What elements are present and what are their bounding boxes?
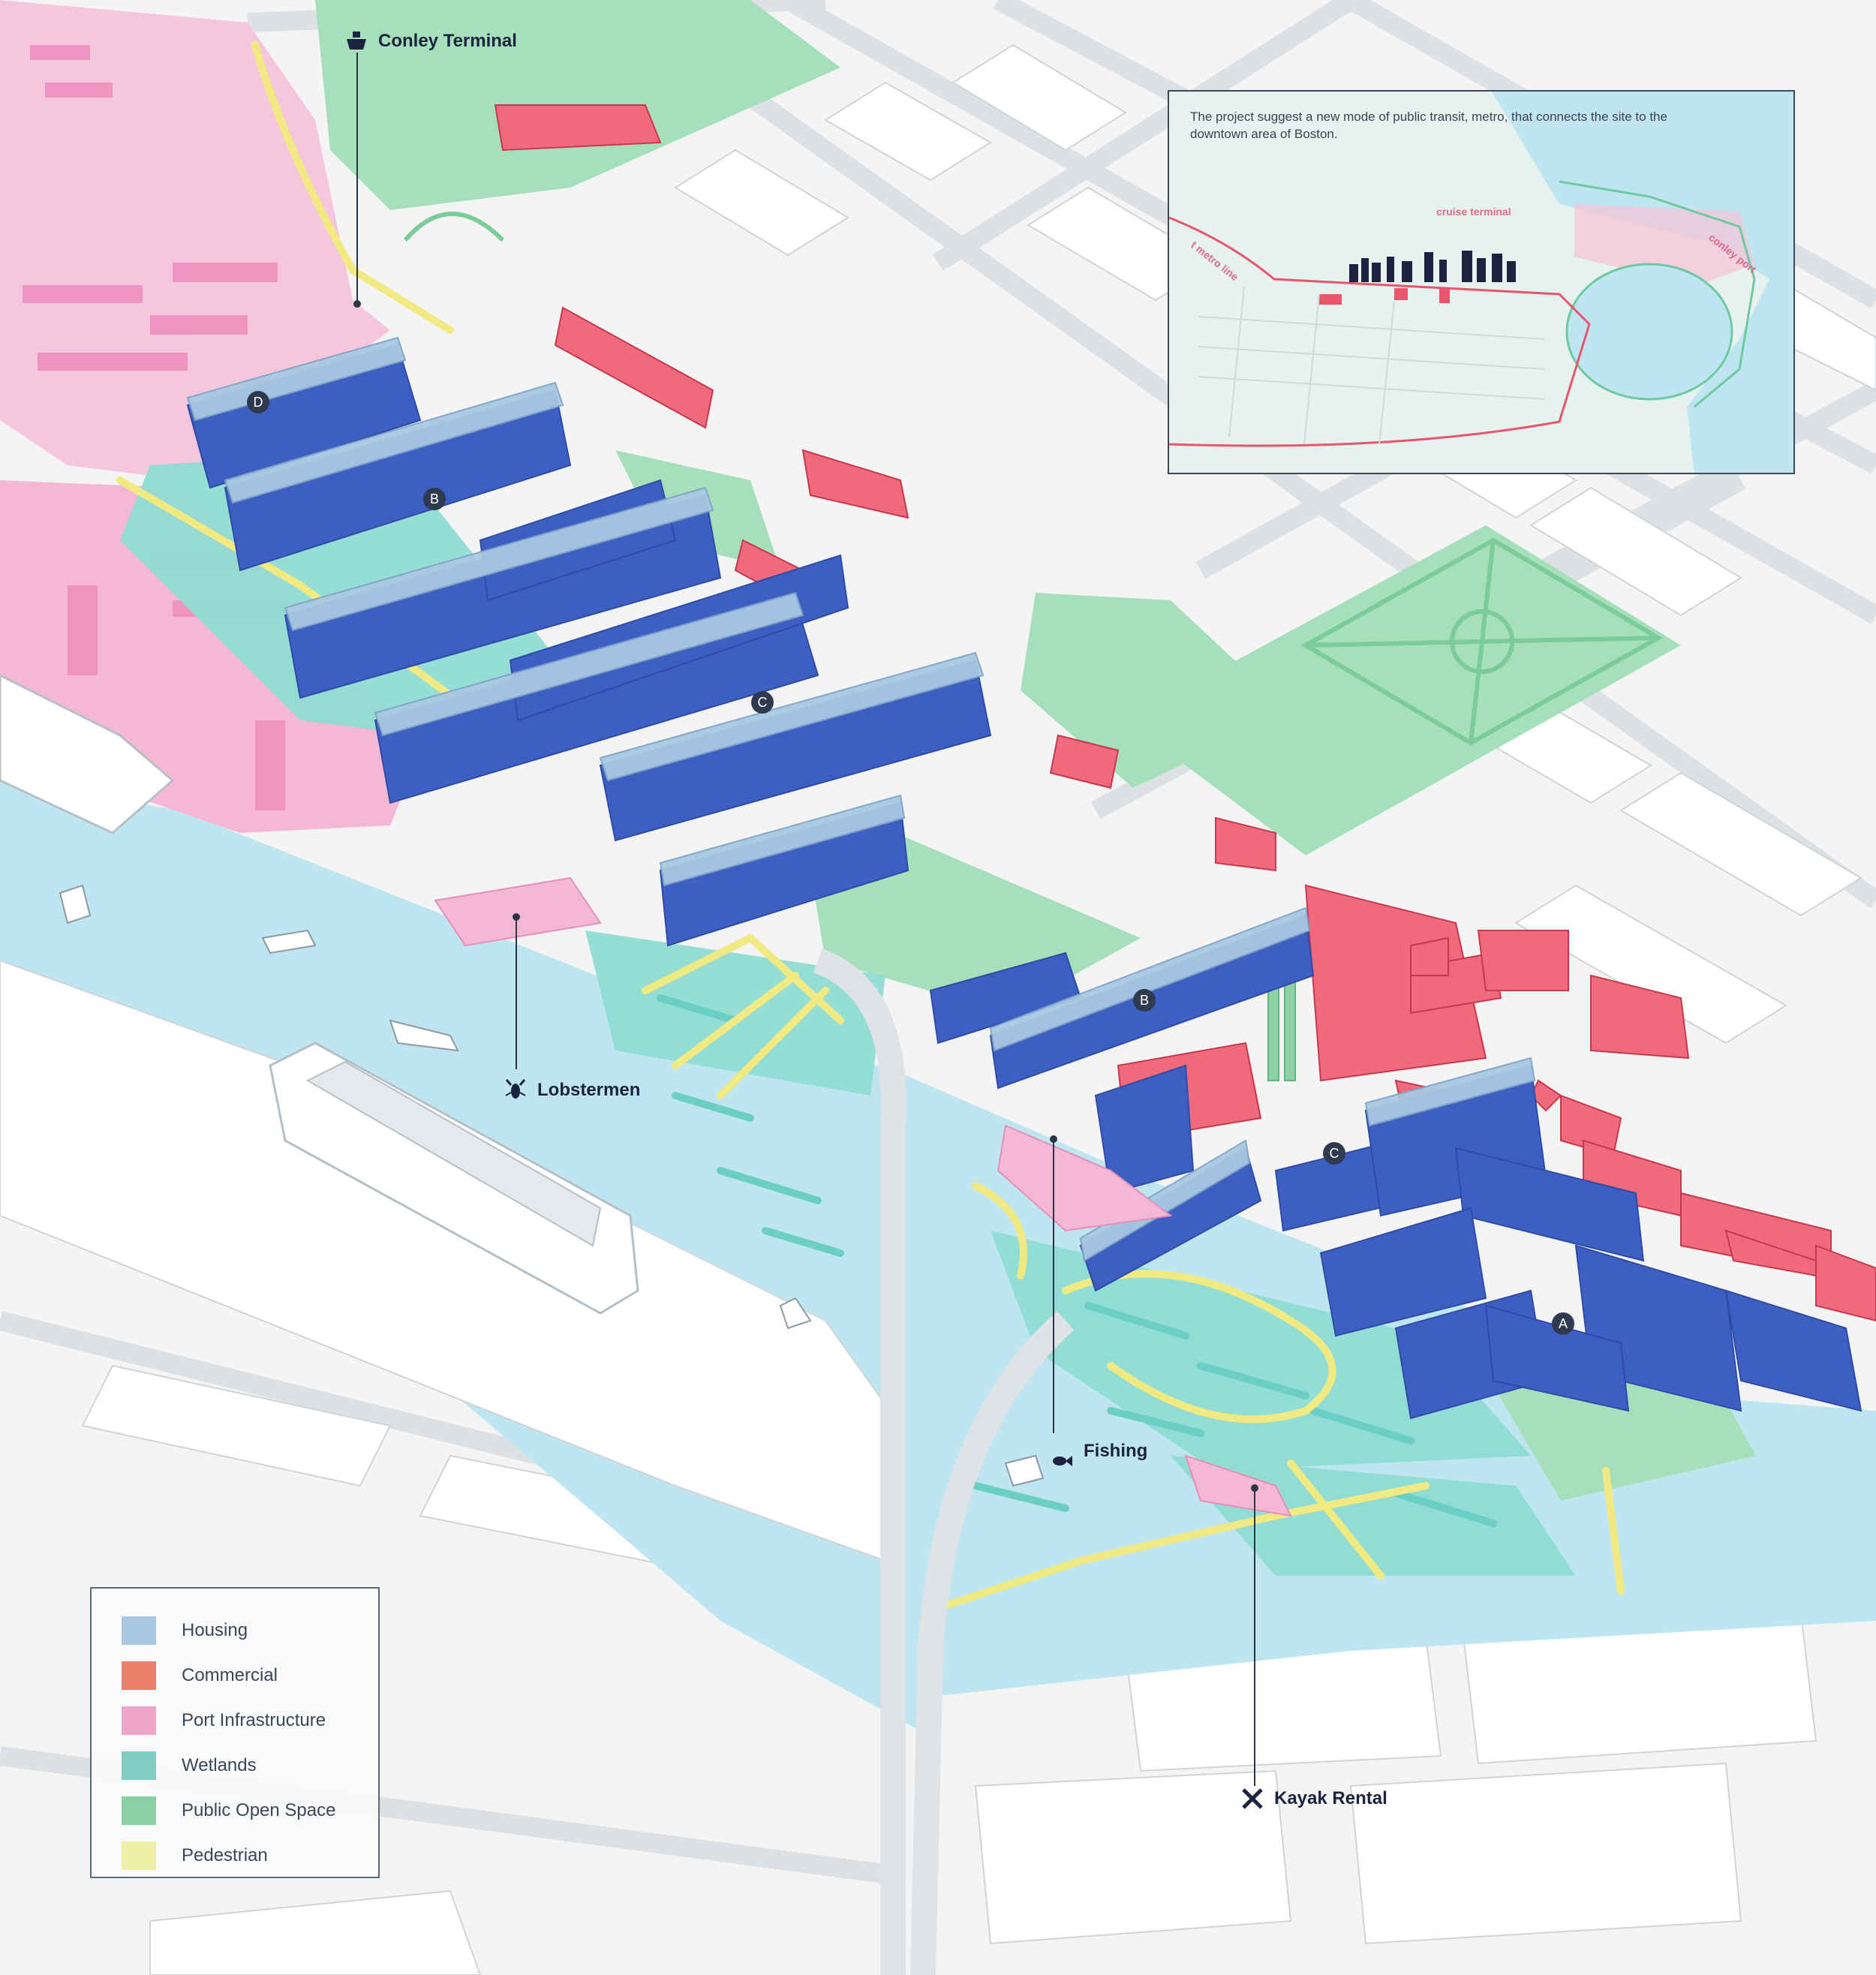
badge-c-north: C bbox=[751, 691, 774, 714]
callout-label: Fishing bbox=[1084, 1441, 1148, 1461]
legend-item-pedestrian: Pedestrian bbox=[122, 1833, 378, 1878]
metro-inset-map: The project suggest a new mode of public… bbox=[1168, 90, 1795, 474]
callout-conley-terminal: Conley Terminal bbox=[344, 29, 517, 54]
wetland-reeds bbox=[657, 994, 1497, 1527]
housing-buildings bbox=[186, 336, 1862, 1420]
kayak-paddles-icon bbox=[1242, 1788, 1263, 1809]
ship-icon bbox=[347, 32, 366, 50]
callout-label: Lobstermen bbox=[537, 1080, 641, 1100]
legend-item-wetlands: Wetlands bbox=[122, 1743, 378, 1788]
badge-c-south: C bbox=[1323, 1142, 1345, 1165]
callout-fishing: Fishing bbox=[1049, 1429, 1147, 1474]
legend-label: Commercial bbox=[182, 1665, 278, 1685]
callout-anchor-dots bbox=[353, 300, 1258, 1492]
legend-swatch bbox=[122, 1841, 156, 1870]
small-boats bbox=[59, 884, 1045, 1487]
inset-caption: The project suggest a new mode of public… bbox=[1190, 110, 1667, 141]
callout-lobstermen: Lobstermen bbox=[503, 1078, 640, 1103]
legend-swatch bbox=[122, 1661, 156, 1690]
legend-swatch bbox=[122, 1751, 156, 1780]
callout-label: Conley Terminal bbox=[378, 31, 517, 51]
central-road bbox=[813, 948, 1075, 1975]
legend-item-public-open-space: Public Open Space bbox=[122, 1788, 378, 1833]
legend-item-commercial: Commercial bbox=[122, 1653, 378, 1698]
badge-d: D bbox=[247, 391, 269, 413]
inset-label-cruise-terminal: cruise terminal bbox=[1436, 206, 1511, 218]
port-docks bbox=[434, 876, 1292, 1517]
legend-item-port-infrastructure: Port Infrastructure bbox=[122, 1698, 378, 1743]
legend-swatch bbox=[122, 1616, 156, 1645]
lobster-icon bbox=[505, 1079, 526, 1099]
badge-b-south: B bbox=[1133, 989, 1156, 1012]
cruise-ship bbox=[0, 674, 639, 1315]
legend-label: Pedestrian bbox=[182, 1845, 268, 1865]
callout-leader-lines bbox=[356, 53, 1255, 1786]
badge-b-north: B bbox=[423, 488, 446, 510]
legend-item-housing: Housing bbox=[122, 1608, 378, 1653]
legend-swatch bbox=[122, 1796, 156, 1825]
inset-map-drawing bbox=[1169, 92, 1793, 473]
callout-label: Kayak Rental bbox=[1274, 1788, 1387, 1808]
pedestrian-paths bbox=[116, 41, 1625, 1610]
legend-label: Public Open Space bbox=[182, 1800, 336, 1820]
ballfield-markings bbox=[403, 212, 1664, 746]
legend-label: Port Infrastructure bbox=[182, 1710, 326, 1730]
map-legend: Housing Commercial Port Infrastructure W… bbox=[90, 1587, 380, 1878]
fish-icon bbox=[1053, 1456, 1072, 1466]
legend-label: Wetlands bbox=[182, 1755, 257, 1775]
legend-label: Housing bbox=[182, 1620, 248, 1640]
legend-swatch bbox=[122, 1706, 156, 1735]
callout-kayak-rental: Kayak Rental bbox=[1240, 1786, 1387, 1811]
badge-a: A bbox=[1552, 1312, 1574, 1335]
